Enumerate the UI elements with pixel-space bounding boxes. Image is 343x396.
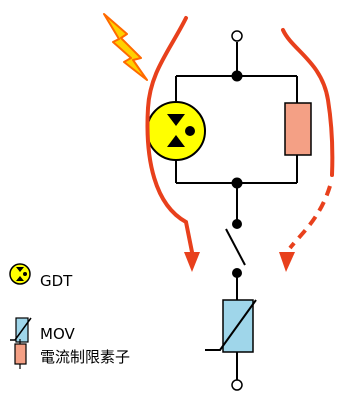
gdt-component bbox=[146, 101, 206, 161]
legend-item-gdt: GDT bbox=[9, 263, 73, 290]
resistor-symbol-icon bbox=[14, 339, 27, 369]
mov-symbol-icon bbox=[10, 317, 32, 343]
surge-path-right-top bbox=[281, 28, 335, 177]
legend-item-mov: MOV bbox=[10, 317, 75, 343]
junction-dots bbox=[231, 70, 243, 278]
legend-item-current-limiter: 電流制限素子 bbox=[14, 339, 130, 369]
legend-label-gdt: GDT bbox=[40, 272, 73, 290]
mov-component bbox=[205, 299, 257, 353]
lightning-bolt-icon bbox=[103, 13, 148, 81]
gdt-symbol-icon bbox=[9, 263, 31, 285]
legend-label-current-limiter: 電流制限素子 bbox=[40, 348, 130, 366]
current-limiter-component bbox=[284, 102, 312, 156]
legend-label-mov: MOV bbox=[40, 325, 75, 343]
legend: GDT MOV 電流制限素子 bbox=[9, 263, 130, 369]
surge-path-left bbox=[145, 16, 200, 272]
surge-path-right-dashed bbox=[279, 185, 332, 272]
terminals bbox=[231, 30, 243, 391]
